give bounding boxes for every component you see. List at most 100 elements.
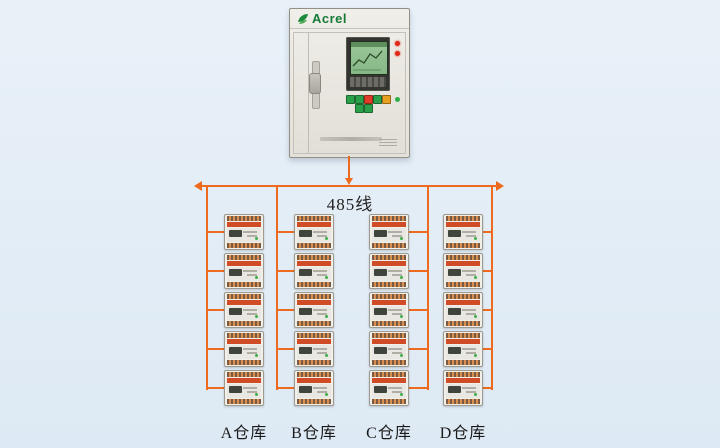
- meter-label-line: [317, 313, 327, 315]
- cabinet-drop-wire: [348, 156, 350, 178]
- bus-label: 485线: [326, 195, 374, 214]
- meter-label-line: [388, 231, 402, 233]
- meter-label-line: [247, 313, 257, 315]
- terminal-strip-top: [297, 333, 331, 338]
- terminal-strip-bottom: [227, 321, 261, 326]
- warehouse-label: B仓库: [291, 425, 337, 442]
- meter-display: [229, 347, 242, 354]
- power-meter-module: [443, 331, 483, 367]
- meter-face: [227, 306, 261, 320]
- meter-face: [227, 267, 261, 281]
- wire-segment: [483, 270, 493, 272]
- meter-brand-band: [297, 378, 331, 383]
- power-meter-module: [224, 214, 264, 250]
- warehouse-label: C仓库: [366, 425, 412, 442]
- warehouse-label: D仓库: [439, 425, 487, 442]
- terminal-strip-bottom: [297, 360, 331, 365]
- meter-brand-band: [446, 261, 480, 266]
- meter-face: [227, 228, 261, 242]
- meter-label-line: [388, 387, 402, 389]
- meter-label-line: [243, 231, 257, 233]
- meter-label-line: [462, 231, 476, 233]
- lcd-display: [350, 41, 388, 75]
- meter-face: [372, 228, 406, 242]
- cabinet-top-panel: Acrel: [290, 9, 409, 29]
- meter-display: [448, 230, 461, 237]
- terminal-strip-bottom: [446, 399, 480, 404]
- power-meter-module: [369, 214, 409, 250]
- terminal-strip-top: [227, 216, 261, 221]
- brand-label: Acrel: [312, 11, 348, 26]
- meter-label-line: [243, 387, 257, 389]
- meter-brand-band: [446, 222, 480, 227]
- meter-label-line: [466, 274, 476, 276]
- terminal-strip-top: [446, 372, 480, 377]
- power-meter-module: [443, 214, 483, 250]
- wire-segment: [206, 270, 224, 272]
- cabinet-door: [293, 32, 406, 154]
- meter-brand-band: [297, 261, 331, 266]
- meter-label-line: [313, 387, 327, 389]
- vent-slots: [379, 137, 397, 147]
- meter-label-line: [313, 348, 327, 350]
- rs485-bus-wire: [202, 185, 496, 187]
- meter-label-line: [392, 274, 402, 276]
- meter-label-line: [243, 348, 257, 350]
- terminal-strip-top: [372, 372, 406, 377]
- power-meter-module: [294, 214, 334, 250]
- meter-label-line: [392, 352, 402, 354]
- terminal-strip-top: [297, 294, 331, 299]
- wire-segment: [206, 186, 208, 390]
- power-meter-module: [369, 292, 409, 328]
- meter-run-led: [474, 276, 477, 279]
- terminal-strip-bottom: [372, 282, 406, 287]
- meter-face: [297, 345, 331, 359]
- manufacturer-nameplate: [320, 137, 382, 141]
- power-meter-module: [224, 253, 264, 289]
- meter-run-led: [325, 393, 328, 396]
- meter-run-led: [400, 393, 403, 396]
- meter-brand-band: [446, 378, 480, 383]
- power-meter-module: [294, 370, 334, 406]
- meter-label-line: [247, 352, 257, 354]
- meter-display: [299, 386, 312, 393]
- meter-brand-band: [297, 339, 331, 344]
- meter-brand-band: [297, 300, 331, 305]
- meter-face: [227, 345, 261, 359]
- meter-display: [448, 386, 461, 393]
- wire-segment: [276, 270, 294, 272]
- meter-run-led: [400, 237, 403, 240]
- terminal-strip-bottom: [227, 243, 261, 248]
- meter-label-line: [462, 270, 476, 272]
- meter-label-line: [462, 387, 476, 389]
- meter-face: [297, 228, 331, 242]
- meter-label-line: [247, 391, 257, 393]
- wire-segment: [206, 231, 224, 233]
- panel-button-row: [346, 95, 392, 113]
- meter-label-line: [462, 309, 476, 311]
- meter-face: [372, 384, 406, 398]
- meter-label-line: [388, 309, 402, 311]
- status-led-green: [395, 97, 400, 102]
- meter-display: [229, 308, 242, 315]
- wire-segment: [409, 231, 429, 233]
- panel-button: [355, 95, 364, 104]
- power-meter-module: [224, 331, 264, 367]
- terminal-strip-top: [446, 294, 480, 299]
- panel-button: [382, 95, 391, 104]
- terminal-strip-bottom: [297, 282, 331, 287]
- power-meter-module: [369, 370, 409, 406]
- meter-label-line: [313, 270, 327, 272]
- wire-segment: [483, 348, 493, 350]
- terminal-strip-bottom: [446, 282, 480, 287]
- meter-display: [229, 230, 242, 237]
- meter-run-led: [255, 354, 258, 357]
- meter-label-line: [466, 352, 476, 354]
- meter-run-led: [474, 315, 477, 318]
- terminal-strip-top: [446, 333, 480, 338]
- meter-display: [448, 269, 461, 276]
- meter-brand-band: [372, 222, 406, 227]
- terminal-strip-top: [297, 216, 331, 221]
- meter-face: [227, 384, 261, 398]
